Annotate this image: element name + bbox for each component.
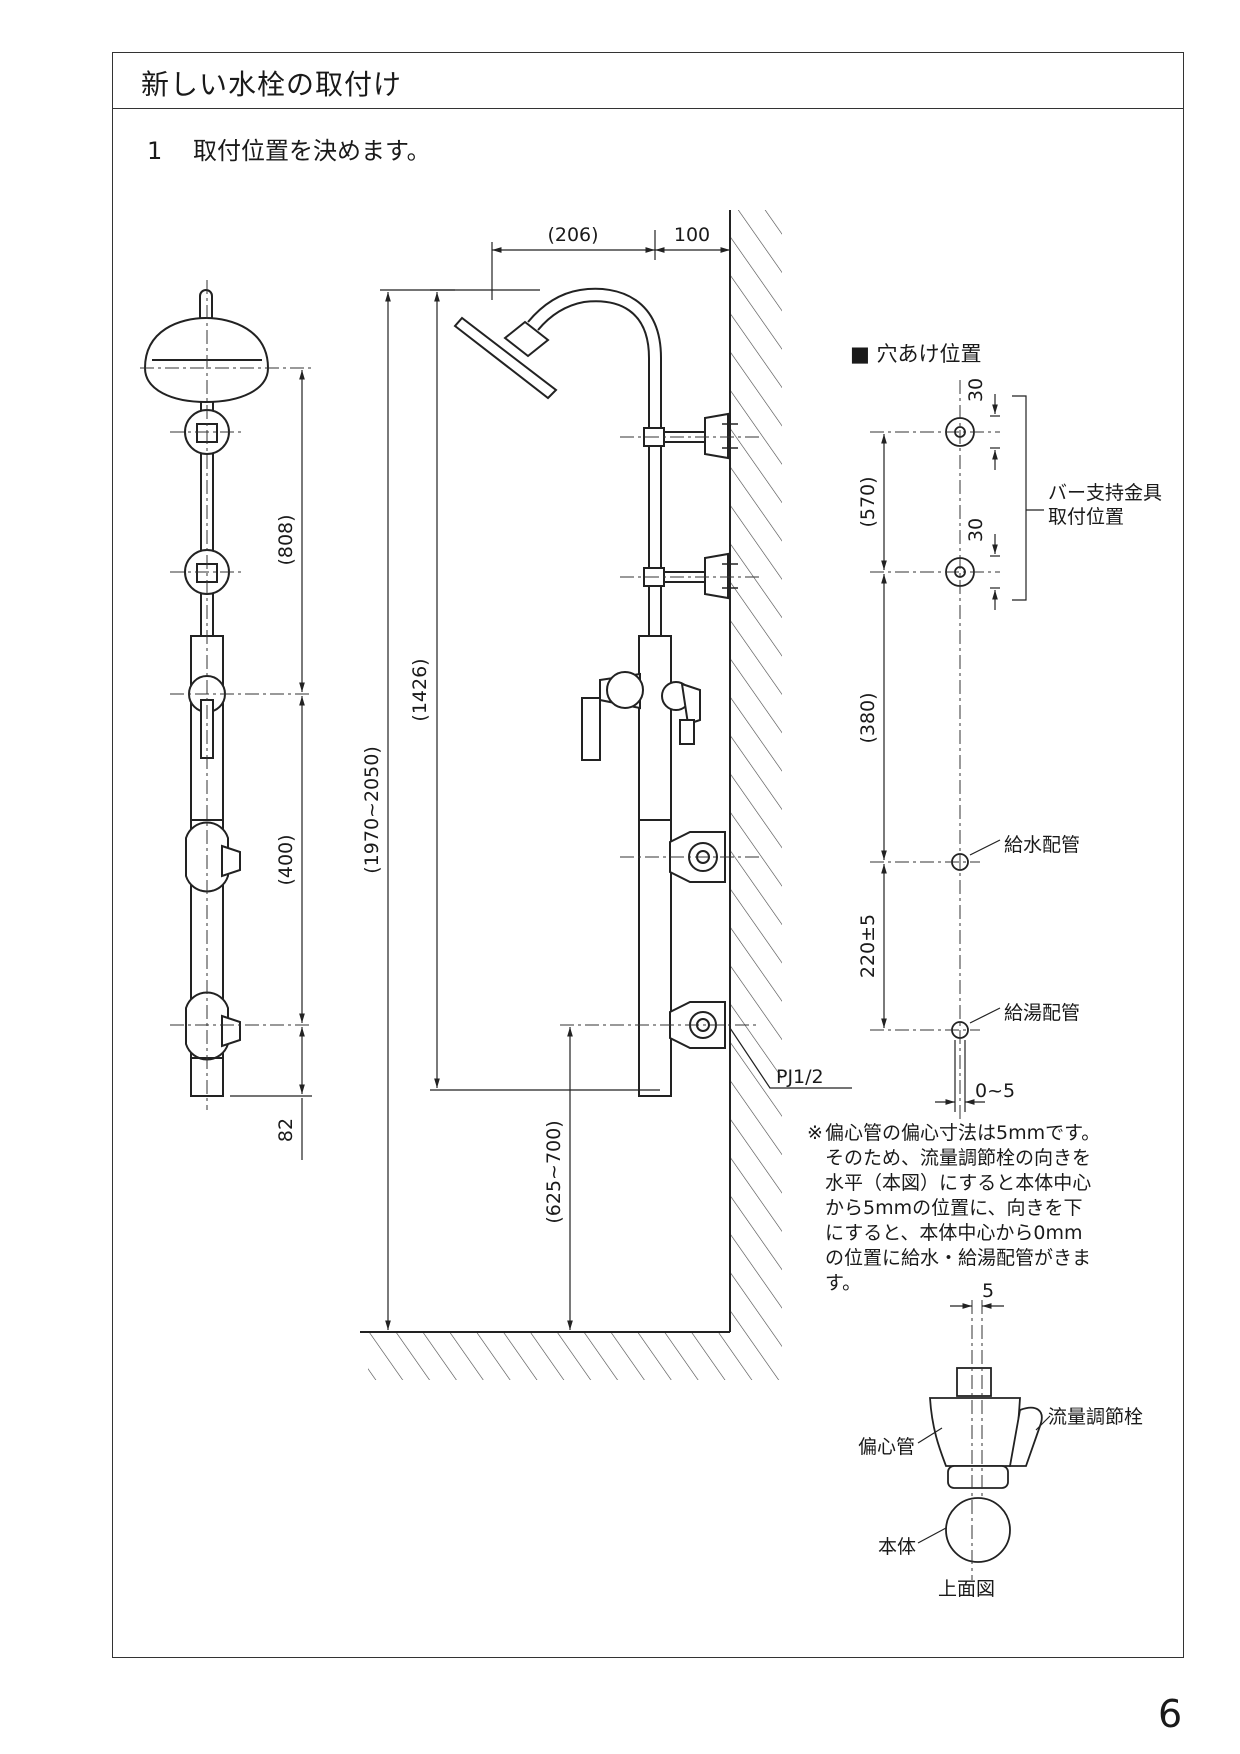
- hole-title-text: 穴あけ位置: [876, 342, 982, 366]
- note-line: 水平（本図）にすると本体中心: [825, 1172, 1092, 1194]
- dim-head-height: (1426): [409, 658, 431, 722]
- hot-pipe-label: 給湯配管: [1004, 1002, 1081, 1024]
- dim-808: (808): [275, 514, 297, 566]
- front-view-centerlines: [140, 280, 312, 1110]
- step-instruction: 1 取付位置を決めます。: [147, 131, 431, 166]
- note-line: の位置に給水・給湯配管がきま: [825, 1247, 1092, 1269]
- floor: [360, 1331, 782, 1380]
- hole-section-title: ■ 穴あけ位置: [850, 338, 982, 368]
- page-frame: 新しい水栓の取付け 1 取付位置を決めます。: [112, 52, 1184, 1658]
- side-view-centerlines: [560, 436, 760, 1026]
- dim-5: 5: [982, 1280, 995, 1302]
- cold-pipe-label: 給水配管: [1004, 834, 1081, 856]
- dim-100: 100: [673, 224, 711, 246]
- dim-220: 220±5: [857, 913, 879, 979]
- top-view-centerlines: [971, 1300, 983, 1580]
- eccentric-pipe-label: 偏心管: [858, 1436, 916, 1458]
- note-line: から5mmの位置に、向きを下: [825, 1197, 1083, 1219]
- hole-centerline: [870, 380, 1000, 1120]
- note-line: そのため、流量調節栓の向きを: [825, 1147, 1092, 1169]
- section-header: 新しい水栓の取付け: [113, 53, 1183, 109]
- flow-valve-label: 流量調節栓: [1048, 1406, 1144, 1428]
- side-view-shower: [453, 287, 729, 1097]
- dim-pipe-height: (625~700): [543, 1120, 565, 1224]
- top-view-dimensions: [917, 1303, 1051, 1544]
- body-label: 本体: [878, 1536, 917, 1558]
- note-mark: ※: [807, 1122, 823, 1144]
- dim-30-top: 30: [965, 377, 987, 403]
- bracket-label-2: 取付位置: [1048, 506, 1125, 528]
- square-bullet-icon: ■: [850, 342, 870, 366]
- dim-offset: 0~5: [975, 1080, 1016, 1102]
- side-view-dimensions: [380, 230, 852, 1330]
- bracket-label-1: バー支持金具: [1048, 482, 1163, 504]
- top-view-diagram: [929, 1367, 1043, 1563]
- hole-dimensions: [881, 394, 1044, 1112]
- dim-206: (206): [547, 224, 599, 246]
- note-line: にすると、本体中心から0mm: [825, 1222, 1083, 1244]
- note-line: す。: [825, 1272, 862, 1294]
- top-view-caption: 上面図: [938, 1578, 996, 1600]
- step-text: 取付位置を決めます。: [193, 137, 431, 165]
- section-title: 新しい水栓の取付け: [141, 68, 403, 101]
- wall-marks: [722, 423, 738, 589]
- eccentric-note: ※ 偏心管の偏心寸法は5mmです。 そのため、流量調節栓の向きを 水平（本図）に…: [807, 1121, 1165, 1296]
- dim-400: (400): [275, 834, 297, 886]
- dim-82: 82: [275, 1117, 297, 1143]
- pipe-thread-label: PJ1/2: [776, 1066, 824, 1088]
- dim-380: (380): [857, 692, 879, 744]
- dim-570: (570): [857, 476, 879, 528]
- step-number: 1: [147, 137, 163, 165]
- note-line: 偏心管の偏心寸法は5mmです。: [825, 1122, 1101, 1144]
- front-view-dimensions: [230, 370, 312, 1160]
- wall: [729, 210, 782, 1332]
- page-number: 6: [1158, 1692, 1183, 1736]
- dim-total-height: (1970~2050): [361, 746, 383, 874]
- dim-30-bottom: 30: [965, 517, 987, 543]
